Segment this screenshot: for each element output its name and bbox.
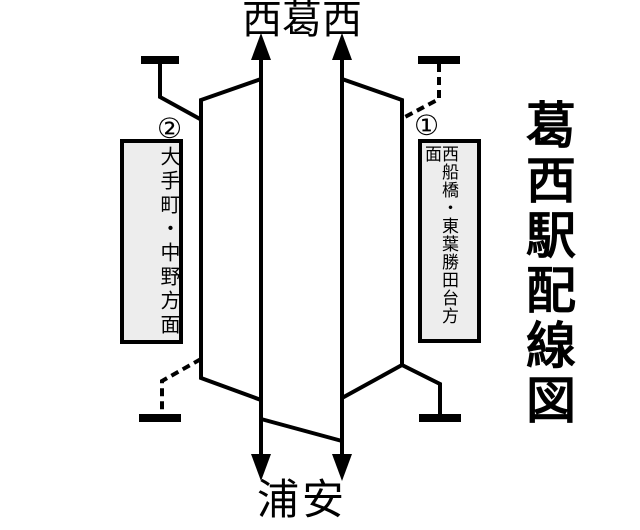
stub-track-top-left — [158, 64, 201, 121]
platform-1-label: 西船橋・東葉勝田台方面 — [421, 145, 458, 325]
stub-track-bottom-right — [401, 363, 442, 414]
crossover-track — [260, 417, 343, 443]
platform-2-label: 大手町・中野方面 — [157, 146, 181, 338]
buffer-stop-bottom-left — [139, 414, 181, 422]
buffer-stop-top-right — [418, 56, 460, 64]
platform-1: 西船橋・東葉勝田台方面 — [418, 139, 481, 343]
platform-2: 大手町・中野方面 — [120, 139, 183, 344]
buffer-stop-top-left — [141, 56, 179, 64]
platform-1-number: ① — [414, 109, 440, 142]
up-arrow-left-icon — [251, 33, 271, 60]
up-arrow-right-icon — [332, 33, 352, 60]
top-station-label: 西葛西 — [242, 0, 362, 43]
loop-track-right — [341, 77, 404, 400]
down-arrow-left-icon — [251, 454, 271, 481]
stub-track-bottom-left-dashed — [160, 357, 202, 414]
diagram-title: 葛西駅配線図 — [518, 99, 576, 429]
down-arrow-right-icon — [332, 454, 352, 481]
bottom-station-label: 浦安 — [256, 475, 348, 524]
loop-track-left — [199, 77, 262, 402]
buffer-stop-bottom-right — [419, 414, 461, 422]
platform-2-number: ② — [157, 112, 183, 145]
